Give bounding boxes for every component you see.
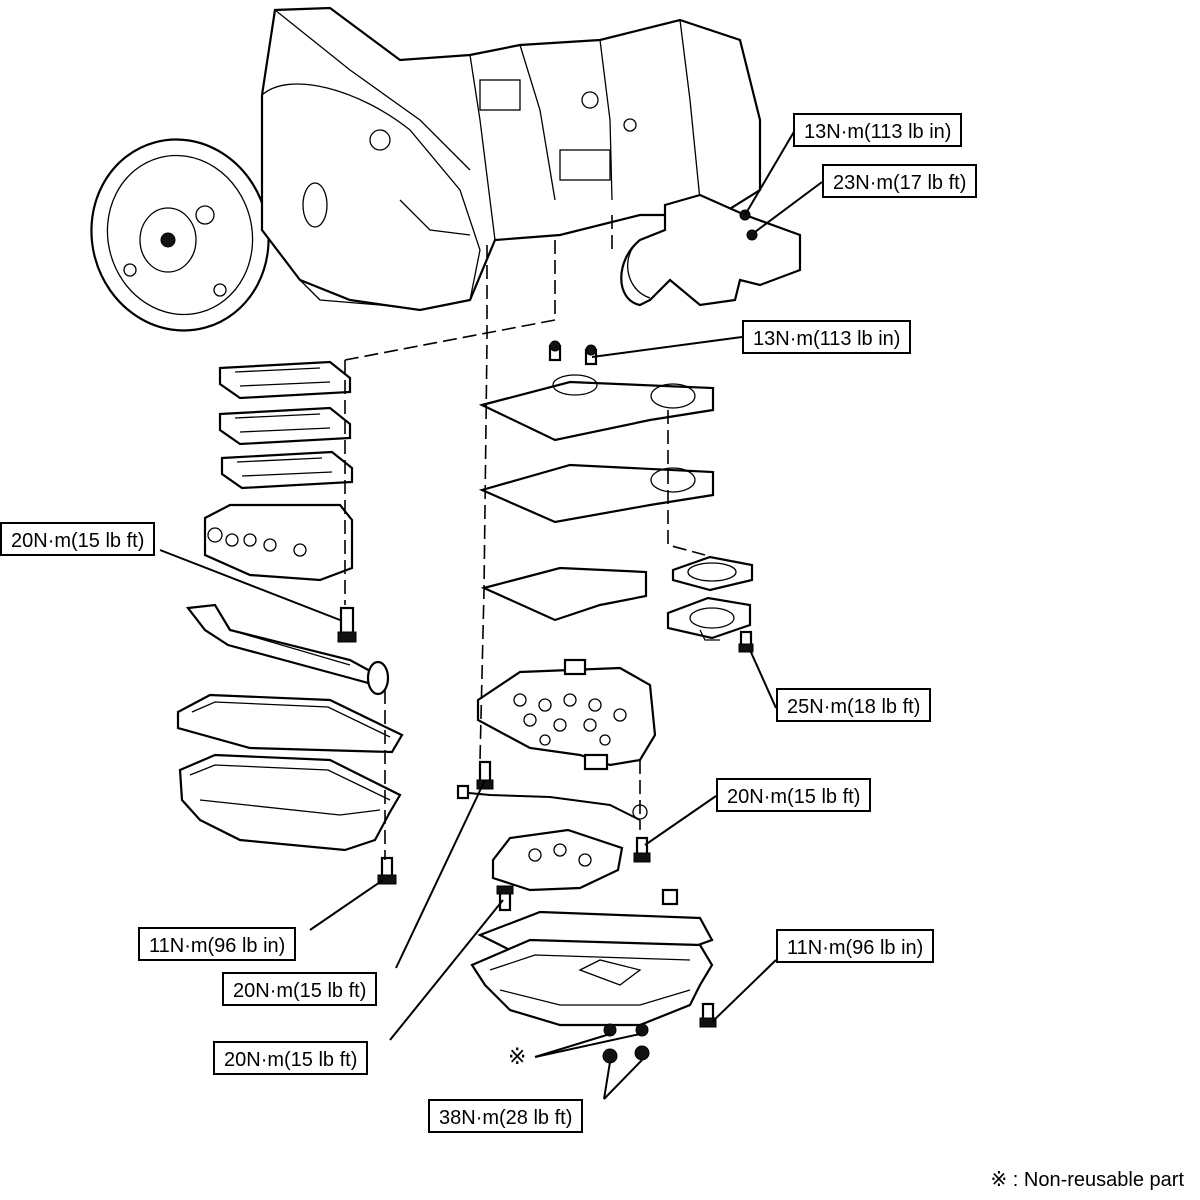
left-separator-plates [203, 360, 354, 582]
center-bolt-20nm [633, 836, 651, 863]
accumulator-bolt [738, 630, 754, 653]
alignment-lines [344, 215, 706, 860]
strainer-bolt [496, 885, 514, 912]
torque-callout-rear-bolt-2: 23N·m(17 lb ft) [822, 164, 978, 198]
torque-callout-strainer-bolt: 20N·m(15 lb ft) [213, 1041, 369, 1075]
legend-non-reusable-part: ※ : Non-reusable part [990, 1167, 1184, 1192]
transmission-case [260, 6, 762, 312]
torque-callout-valve-body-left: 20N·m(15 lb ft) [0, 522, 156, 556]
right-pan-bolt [699, 1002, 717, 1028]
left-pan-bolt [377, 856, 397, 885]
torque-callout-left-pan-bolt: 11N·m(96 lb in) [138, 927, 297, 961]
torque-callout-harness-bolt: 20N·m(15 lb ft) [716, 778, 872, 812]
accumulator-cover [666, 596, 752, 641]
upper-plate [478, 374, 715, 442]
right-oil-pan [470, 938, 714, 1027]
legend-text: : Non-reusable part [1012, 1169, 1184, 1191]
torque-callout-right-pan-bolt: 11N·m(96 lb in) [776, 929, 935, 963]
lower-separator-plate [480, 566, 648, 622]
manual-valve-lever [185, 603, 390, 696]
torque-callout-accumulator-cover: 25N·m(18 lb ft) [776, 688, 932, 722]
torque-converter [90, 138, 270, 332]
left-bolt-20nm [337, 606, 357, 643]
drain-plugs [602, 1023, 650, 1064]
torque-callout-drain-plug: 38N·m(28 lb ft) [428, 1099, 584, 1133]
legend-symbol: ※ [990, 1167, 1008, 1191]
valve-body-left-bolt [476, 760, 494, 790]
valve-body [476, 658, 657, 767]
torque-callout-valve-body-bolt: 20N·m(15 lb ft) [222, 972, 378, 1006]
torque-callout-upper-plate-bolts: 13N·m(113 lb in) [742, 320, 912, 354]
left-oil-pan-gasket [176, 693, 404, 754]
leader-lines [159, 129, 823, 1100]
oil-strainer [491, 828, 624, 892]
torque-callout-rear-bolt-1: 13N·m(113 lb in) [793, 113, 963, 147]
upper-gasket [478, 463, 715, 524]
center-top-bolts [548, 340, 598, 366]
accumulator-gasket [671, 555, 754, 592]
non-reusable-mark: ※ [508, 1045, 527, 1070]
left-oil-pan [178, 753, 402, 852]
